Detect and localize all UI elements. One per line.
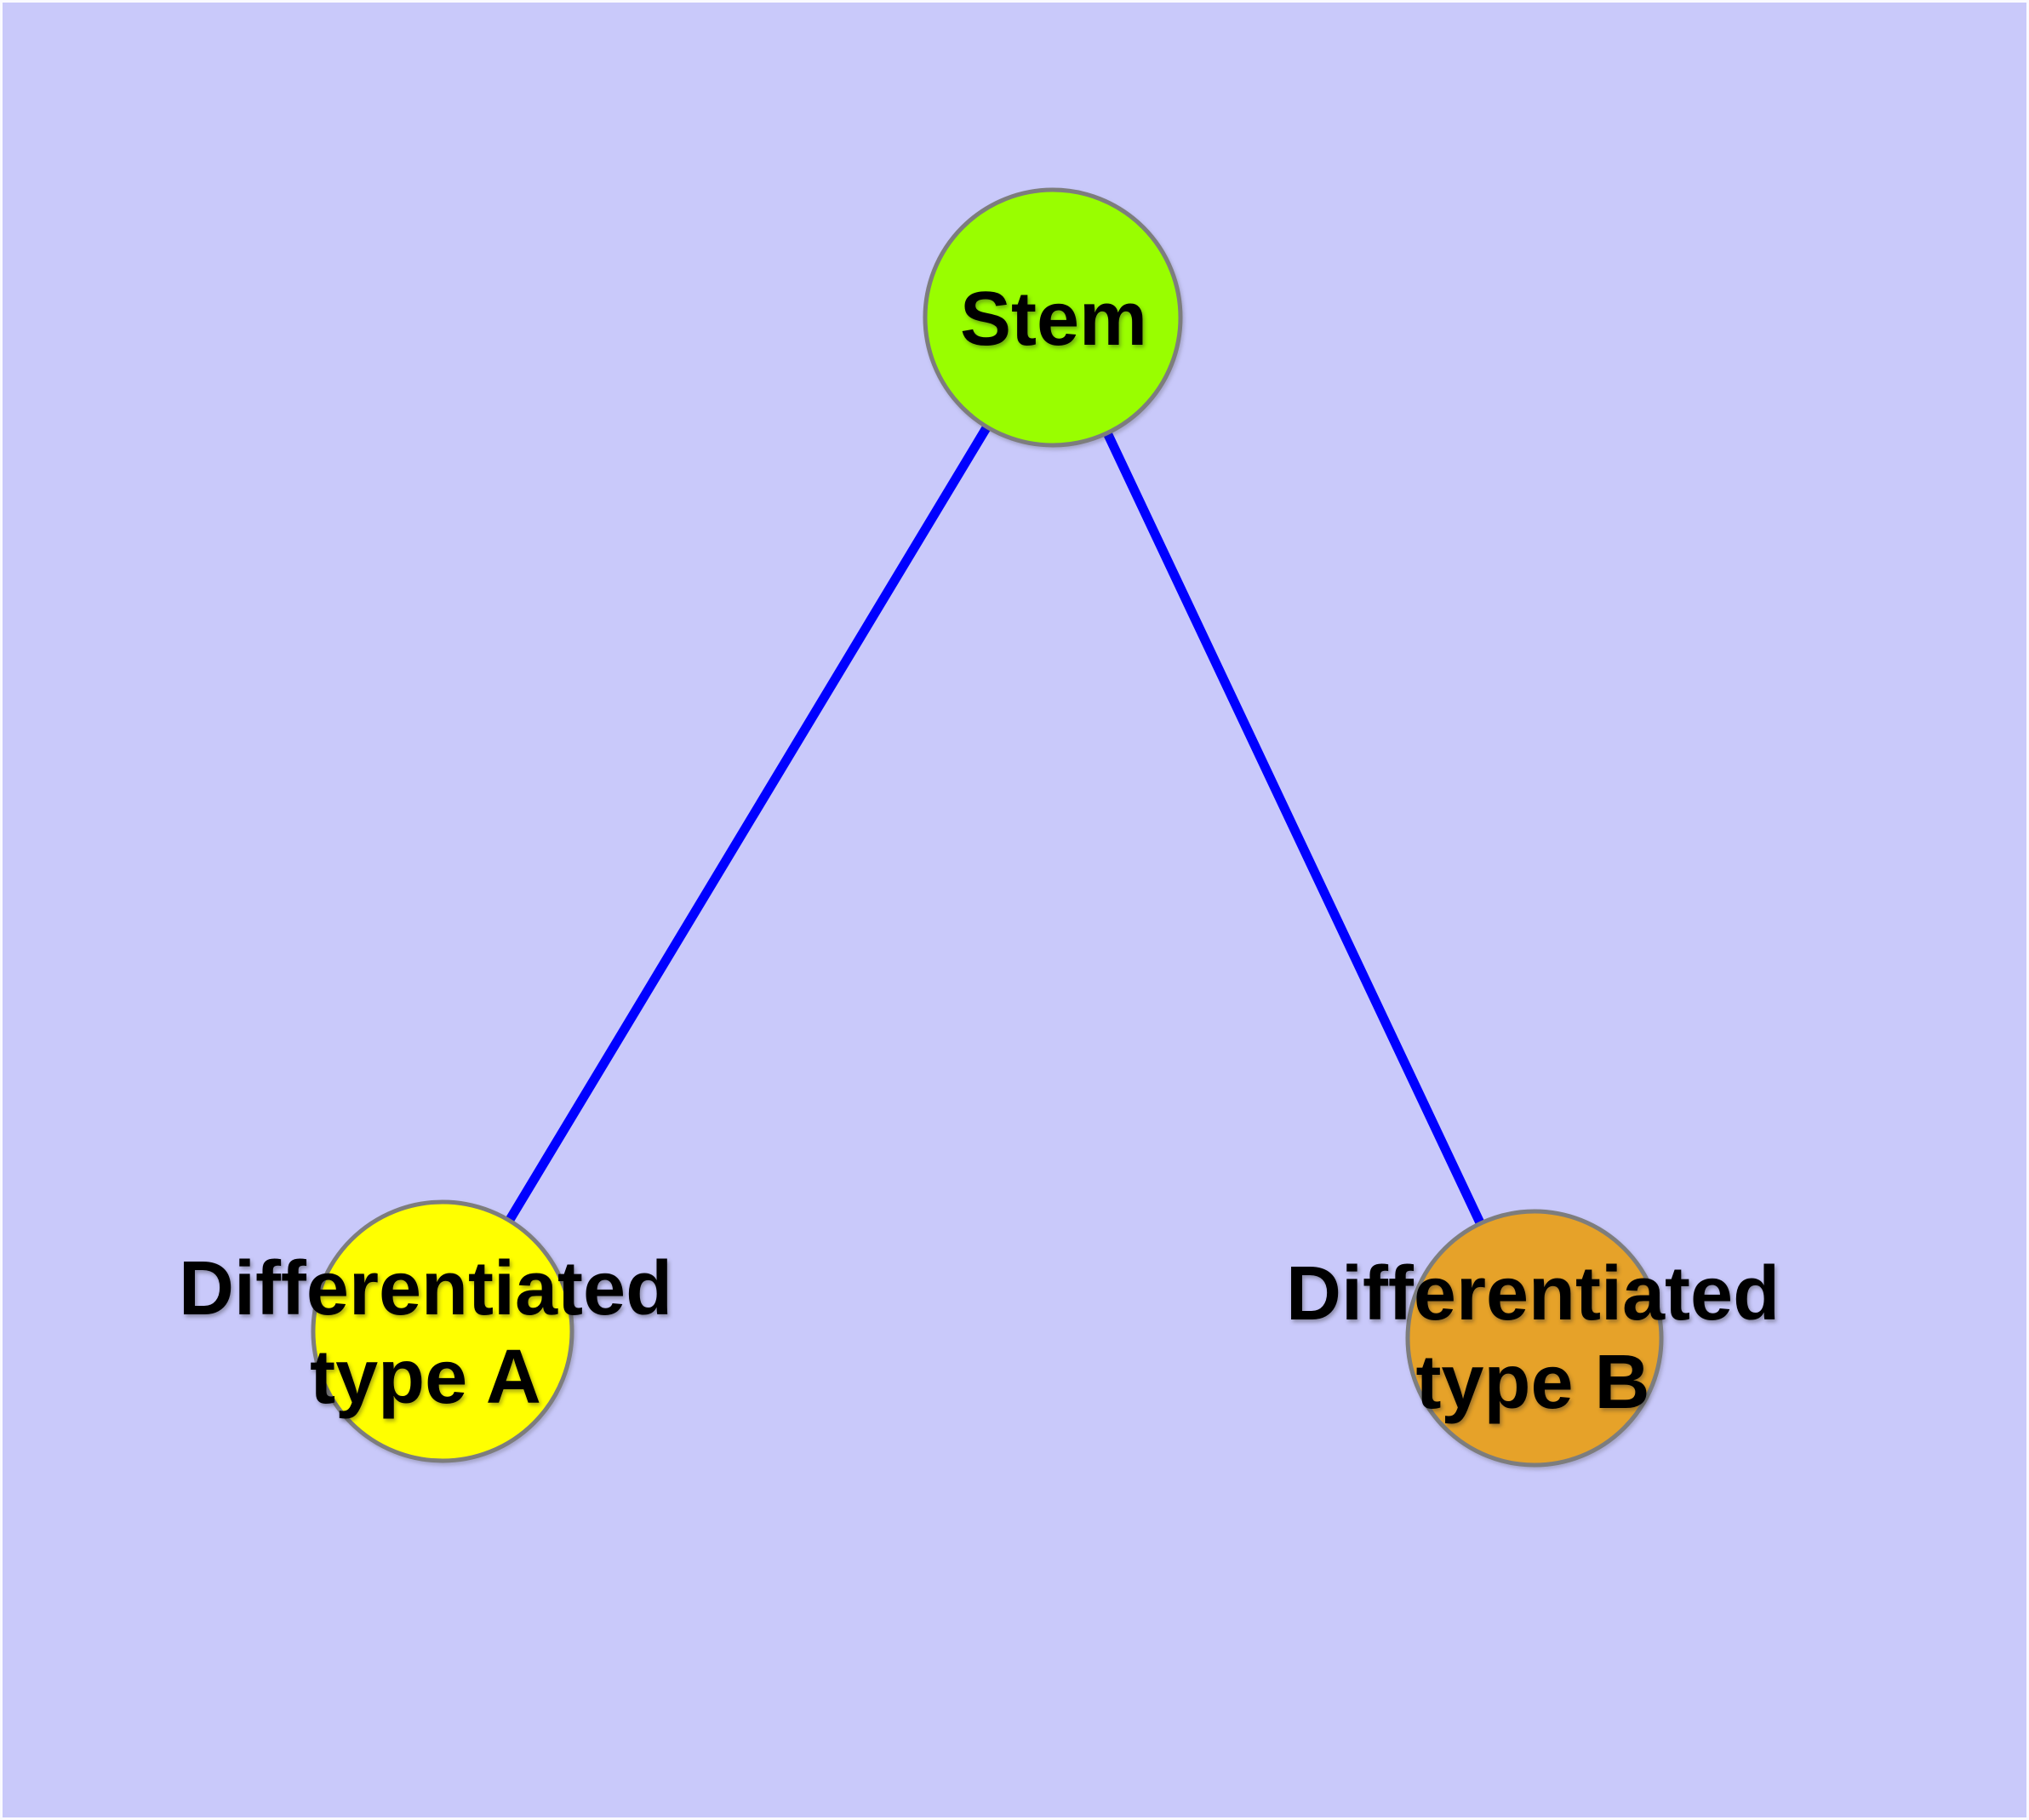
type-a-label-line1: Differentiated	[178, 1246, 673, 1331]
type-a-node-circle	[311, 1199, 574, 1463]
type-a-label-line2: type A	[310, 1335, 541, 1420]
stem-node-label: Stem	[959, 277, 1148, 362]
type-b-node-label: Differentiated type B	[1286, 1250, 1780, 1427]
stem-node-circle	[923, 187, 1183, 448]
edge-stem-to-type-b	[1048, 312, 1540, 1343]
type-a-node-label: Differentiated type A	[179, 1245, 672, 1422]
type-b-label-line2: type B	[1415, 1340, 1650, 1425]
type-b-label-line1: Differentiated	[1285, 1251, 1780, 1336]
edge-stem-to-type-a	[437, 312, 1058, 1336]
type-b-node-circle	[1405, 1209, 1664, 1468]
